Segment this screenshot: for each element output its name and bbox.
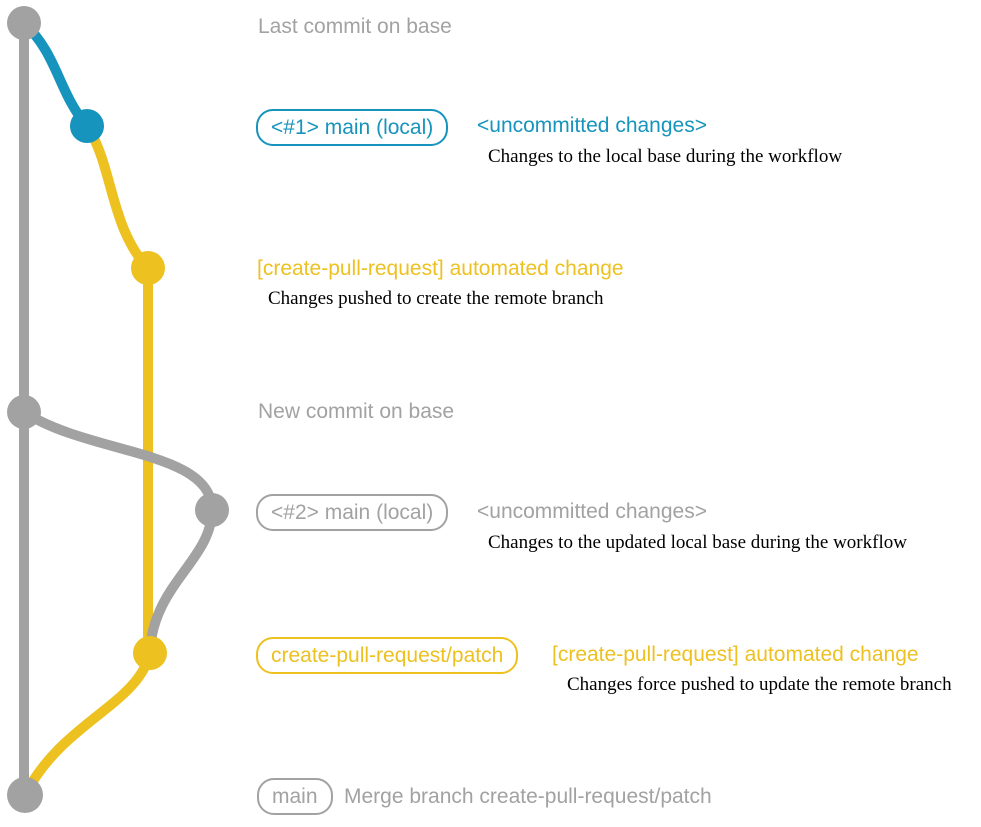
commit-node-automated-change-1 (131, 251, 165, 285)
uncommitted-changes-desc-2: Changes to the updated local base during… (488, 532, 907, 553)
automated-change-title-1: [create-pull-request] automated change (257, 257, 624, 280)
new-commit-label: New commit on base (258, 400, 455, 423)
commit-node-new-base (7, 395, 41, 429)
commit-node-last-base (7, 6, 41, 40)
automated-change-desc-2: Changes force pushed to update the remot… (567, 674, 952, 695)
uncommitted-changes-title-1: <uncommitted changes> (477, 114, 707, 137)
commit-node-local-main-1 (70, 109, 104, 143)
uncommitted-changes-desc-1: Changes to the local base during the wor… (488, 146, 843, 167)
local-main-2-edge-in (145, 509, 217, 654)
git-graph (7, 6, 229, 813)
automated-change-title-2: [create-pull-request] automated change (552, 643, 919, 666)
local-main-1-edge (20, 19, 91, 130)
patch-branch-edge-top (82, 123, 152, 272)
branch-badge-patch: create-pull-request/patch (256, 637, 519, 674)
commit-node-local-main-2 (195, 493, 229, 527)
commit-node-merge (7, 777, 43, 813)
last-commit-label: Last commit on base (258, 15, 452, 38)
uncommitted-changes-title-2: <uncommitted changes> (477, 500, 707, 523)
branch-badge-main-local-1: <#1> main (local) (256, 109, 449, 146)
branch-badge-main-local-2: <#2> main (local) (256, 494, 449, 531)
local-main-2-edge-out (21, 407, 217, 511)
patch-branch-merge-edge (20, 651, 155, 798)
branch-badge-main: main (257, 778, 333, 815)
automated-change-desc-1: Changes pushed to create the remote bran… (268, 288, 604, 309)
merge-commit-title: Merge branch create-pull-request/patch (344, 785, 712, 808)
commit-node-automated-change-2 (133, 636, 167, 670)
